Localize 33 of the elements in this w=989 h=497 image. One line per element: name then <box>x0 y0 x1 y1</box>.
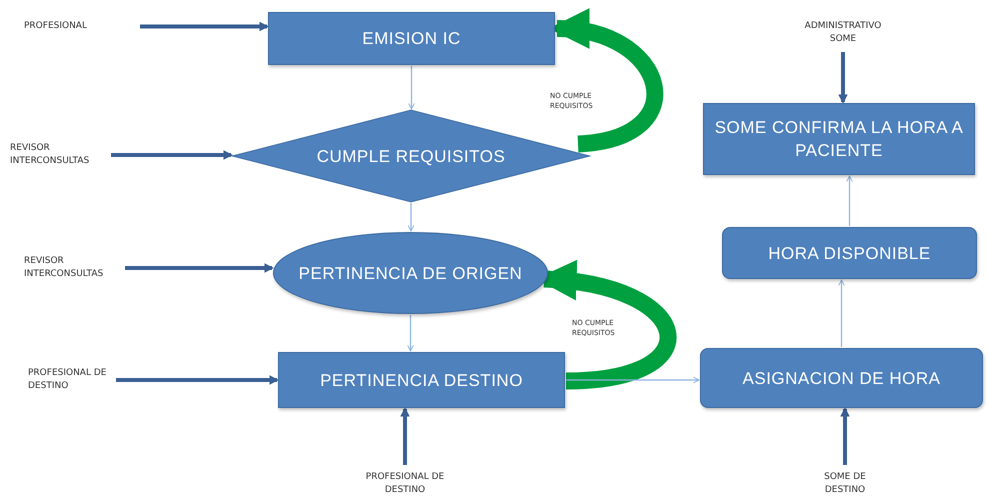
arrow <box>111 150 233 160</box>
role-label: REVISOR INTERCONSULTAS <box>24 255 119 281</box>
process-box <box>268 12 555 65</box>
arrow <box>838 52 848 104</box>
arrow <box>408 66 415 110</box>
process-box <box>278 352 565 408</box>
step-text: CUMPLE REQUISITOS <box>316 146 506 168</box>
arrow <box>140 22 269 32</box>
process-box <box>703 103 975 175</box>
role-label: PROFESIONAL DE DESTINO <box>28 367 110 393</box>
step-text: HORA DISPONIBLE <box>767 242 932 264</box>
arrow <box>407 315 414 352</box>
arrow <box>400 407 410 465</box>
arrow <box>838 280 845 347</box>
role-label: ADMINISTRATIVO SOME <box>798 20 888 46</box>
step-text: ASIGNACION DE HORA <box>742 368 942 390</box>
step-text: SOME CONFIRMA LA HORA A PACIENTE <box>714 117 964 162</box>
arrow <box>116 375 279 385</box>
decision-diamond <box>232 110 590 202</box>
role-label: PROFESIONAL <box>24 20 134 33</box>
process-box <box>700 348 983 408</box>
arrow <box>566 376 700 384</box>
arrow <box>408 203 414 232</box>
role-label: SOME DE DESTINO <box>815 471 875 497</box>
arrow <box>125 263 274 273</box>
role-label: REVISOR INTERCONSULTAS <box>10 142 105 168</box>
step-text: PERTINENCIA DE ORIGEN <box>298 262 524 284</box>
role-label: PROFESIONAL DE DESTINO <box>345 471 465 497</box>
step-text: PERTINENCIA DESTINO <box>319 370 524 392</box>
step-text: EMISION IC <box>361 28 462 50</box>
arrow <box>846 176 853 226</box>
arrow <box>840 407 850 465</box>
process-box <box>722 227 977 279</box>
